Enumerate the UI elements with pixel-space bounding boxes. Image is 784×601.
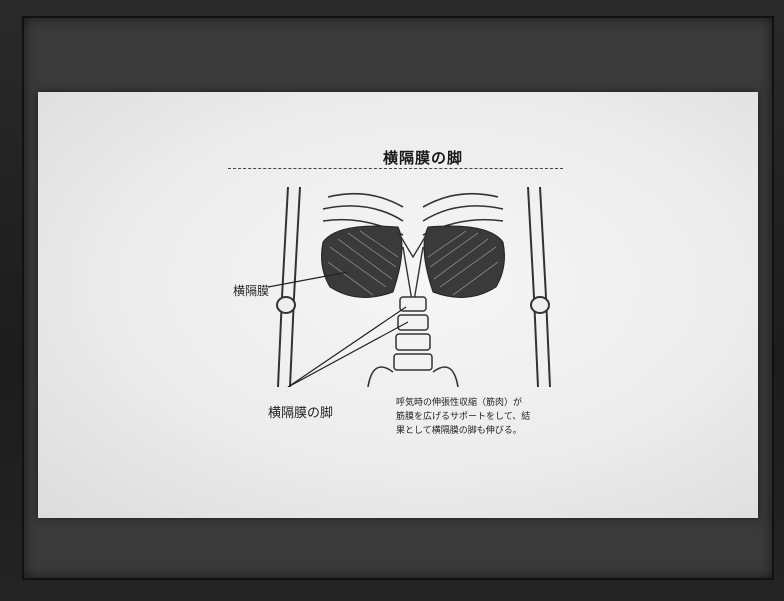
title-divider bbox=[228, 168, 563, 169]
projected-slide: 横隔膜の脚 bbox=[38, 92, 758, 518]
slide-title: 横隔膜の脚 bbox=[383, 147, 463, 168]
label-diaphragm-crus: 横隔膜の脚 bbox=[268, 402, 333, 421]
caption-line: 果として横隔膜の脚も伸びる。 bbox=[396, 424, 576, 438]
caption-line: 呼気時の伸張性収縮（筋肉）が bbox=[396, 396, 576, 410]
slide-caption: 呼気時の伸張性収縮（筋肉）が 筋膜を広げるサポートをして、結 果として横隔膜の脚… bbox=[396, 396, 576, 438]
caption-line: 筋膜を広げるサポートをして、結 bbox=[396, 410, 576, 424]
diaphragm-illustration bbox=[268, 187, 558, 387]
label-diaphragm: 横隔膜 bbox=[233, 282, 269, 299]
